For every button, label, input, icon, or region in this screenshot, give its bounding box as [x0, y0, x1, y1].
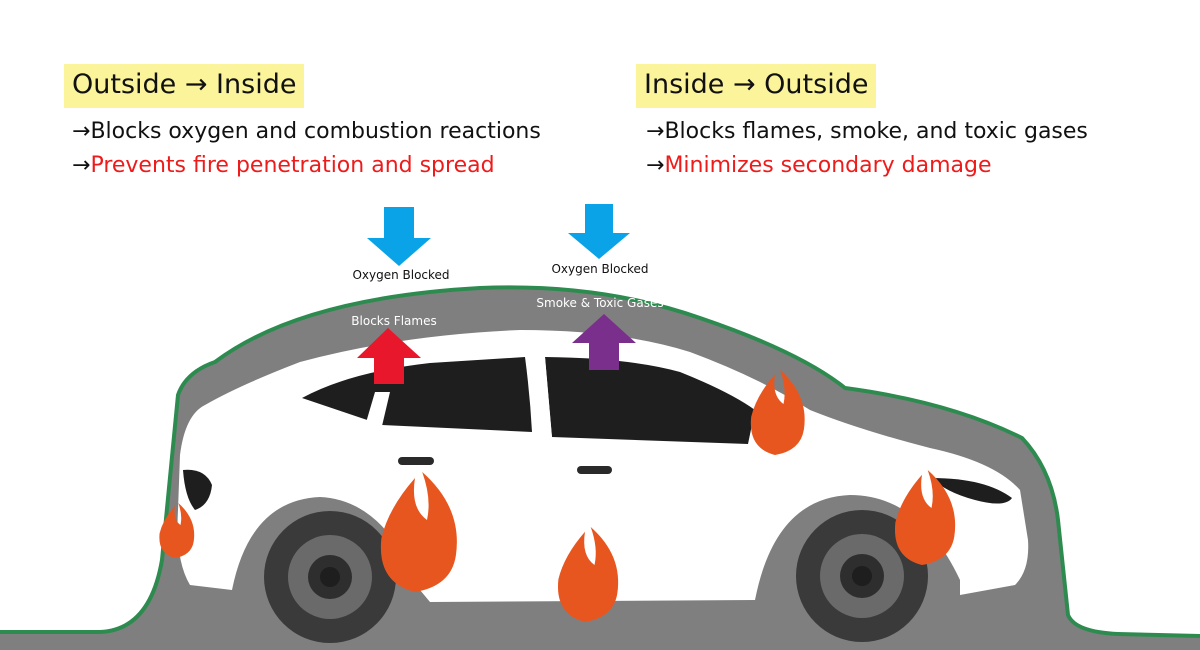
rear-wheel — [796, 510, 928, 642]
headlight — [183, 469, 212, 510]
right-line-1-text: Blocks flames, smoke, and toxic gases — [664, 119, 1088, 144]
left-line-2: →Prevents fire penetration and spread — [72, 151, 495, 181]
oxygen-arrow-down-icon — [367, 207, 431, 266]
smoke-arrow-up-icon — [572, 314, 636, 370]
window-pillar — [365, 392, 390, 426]
oxygen-arrow-down-icon — [568, 204, 630, 259]
left-line-1-text: Blocks oxygen and combustion reactions — [90, 119, 541, 144]
arrow-icon: → — [646, 119, 665, 144]
smoke-toxic-gases-label: Smoke & Toxic Gases — [536, 296, 663, 310]
front-window — [302, 357, 532, 432]
left-line-2-text: Prevents fire penetration and spread — [90, 153, 495, 178]
inside-outside-heading: Inside → Outside — [636, 64, 877, 108]
shell-outline — [0, 285, 1200, 638]
tail-light — [932, 478, 1012, 504]
rear-door-handle — [577, 466, 612, 474]
right-line-2-text: Minimizes secondary damage — [664, 153, 992, 178]
arrow-icon: → — [646, 153, 665, 178]
arrow-icon: → — [72, 153, 91, 178]
rear-window — [545, 357, 755, 444]
flame-arrow-up-icon — [357, 328, 421, 384]
outside-inside-heading: Outside → Inside — [64, 64, 305, 108]
door-pillar — [532, 357, 552, 438]
oxygen-blocked-label: Oxygen Blocked — [551, 262, 648, 276]
left-line-1: →Blocks oxygen and combustion reactions — [72, 117, 541, 147]
front-wheel — [264, 511, 396, 643]
right-line-1: →Blocks flames, smoke, and toxic gases — [646, 117, 1088, 147]
blocks-flames-label: Blocks Flames — [351, 314, 436, 328]
arrow-icon: → — [72, 119, 91, 144]
front-door-handle — [398, 457, 434, 465]
right-line-2: →Minimizes secondary damage — [646, 151, 992, 181]
oxygen-blocked-label: Oxygen Blocked — [352, 268, 449, 282]
